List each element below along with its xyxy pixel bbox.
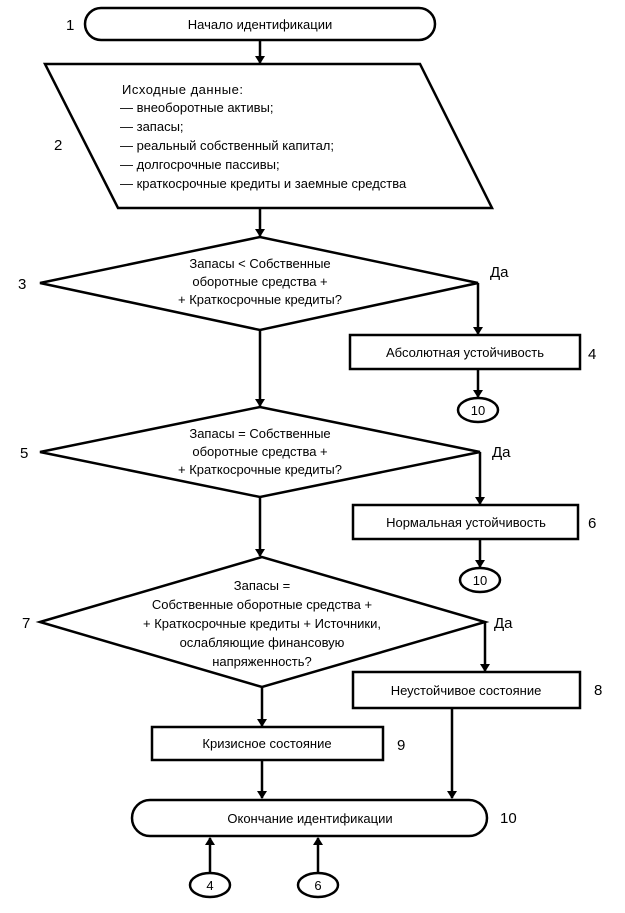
decision-7-text: ослабляющие финансовую [180, 635, 345, 650]
decision-7-text: + Краткосрочные кредиты + Источники, [143, 616, 381, 631]
node-number-8: 8 [594, 682, 602, 699]
node-number-7: 7 [22, 615, 30, 632]
absolute-stability-box [348, 333, 582, 371]
node-number-5: 5 [20, 445, 28, 462]
decision-3-text: Запасы < Собственные [189, 256, 330, 271]
node-number-2: 2 [54, 137, 62, 154]
input-item: — реальный собственный капитал; [120, 138, 334, 153]
start-text: Начало идентификации [188, 17, 333, 32]
connector-10 [458, 566, 502, 594]
end-terminal [130, 798, 489, 838]
input-item: — запасы; [120, 119, 184, 134]
decision-5-text: + Краткосрочные кредиты? [178, 462, 342, 477]
yes-label-7: Да [494, 615, 513, 632]
decision-7-text: напряженность? [212, 654, 312, 669]
absolute-stability-text: Абсолютная устойчивость [386, 345, 544, 360]
end-text: Окончание идентификации [227, 811, 392, 826]
node-number-1: 1 [66, 17, 74, 34]
connector-4-text: 4 [206, 878, 213, 893]
connector-6 [296, 871, 340, 899]
yes-label-5: Да [492, 444, 511, 461]
unstable-state-box [351, 670, 582, 710]
decision-7-text: Запасы = [234, 578, 290, 593]
yes-label-3: Да [490, 264, 509, 281]
unstable-state-text: Неустойчивое состояние [391, 683, 542, 698]
decision-7-text: Собственные оборотные средства + [152, 597, 372, 612]
normal-stability-text: Нормальная устойчивость [386, 515, 546, 530]
node-number-10: 10 [500, 810, 517, 827]
node-number-6: 6 [588, 515, 596, 532]
crisis-state-box [150, 725, 385, 762]
input-parallelogram [42, 62, 495, 210]
connector-10-text: 10 [471, 403, 485, 418]
decision-3-text: + Краткосрочные кредиты? [178, 292, 342, 307]
connector-6-text: 6 [314, 878, 321, 893]
input-item: — внеоборотные активы; [120, 100, 273, 115]
node-number-4: 4 [588, 346, 596, 363]
input-item: — долгосрочные пассивы; [120, 157, 280, 172]
node-number-9: 9 [397, 737, 405, 754]
connector-10-text: 10 [473, 573, 487, 588]
connector-4 [188, 871, 232, 899]
input-title: Исходные данные: [122, 82, 243, 97]
normal-stability-box [351, 503, 580, 541]
decision-3-text: оборотные средства + [192, 274, 327, 289]
decision-5-text: Запасы = Собственные [189, 426, 330, 441]
connector-10 [456, 396, 500, 424]
crisis-state-text: Кризисное состояние [202, 736, 331, 751]
decision-5-text: оборотные средства + [192, 444, 327, 459]
input-item: — краткосрочные кредиты и заемные средст… [120, 176, 407, 191]
node-number-3: 3 [18, 276, 26, 293]
